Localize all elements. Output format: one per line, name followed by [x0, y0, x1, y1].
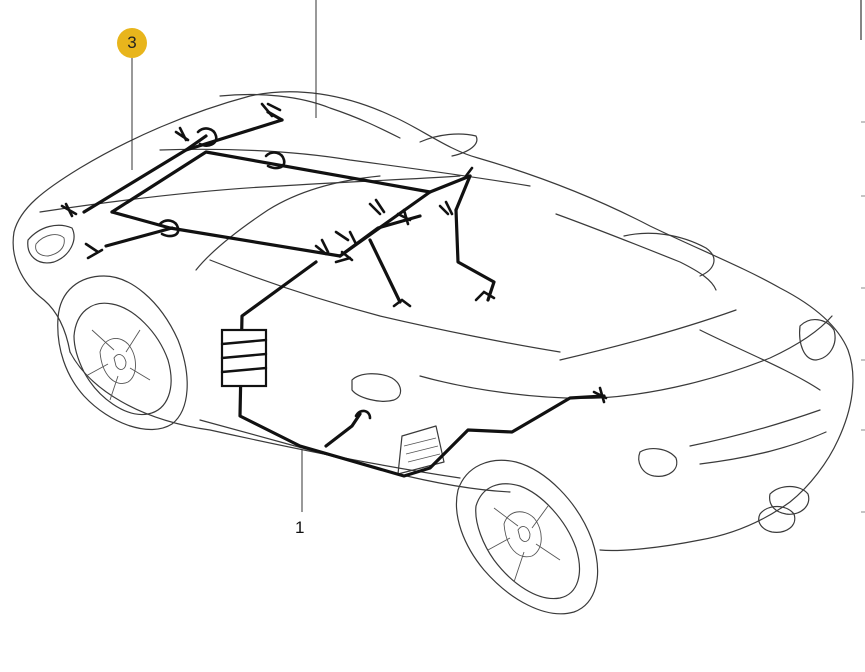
harness-1: [220, 260, 608, 478]
callout-badge-3[interactable]: 3: [117, 28, 147, 58]
front-wheel: [57, 275, 188, 431]
callout-label-1[interactable]: 1: [295, 518, 305, 537]
harness-3: [60, 102, 496, 308]
rear-wheel: [455, 459, 599, 615]
edge-ticks: [861, 121, 865, 513]
car-outline: [12, 91, 854, 552]
